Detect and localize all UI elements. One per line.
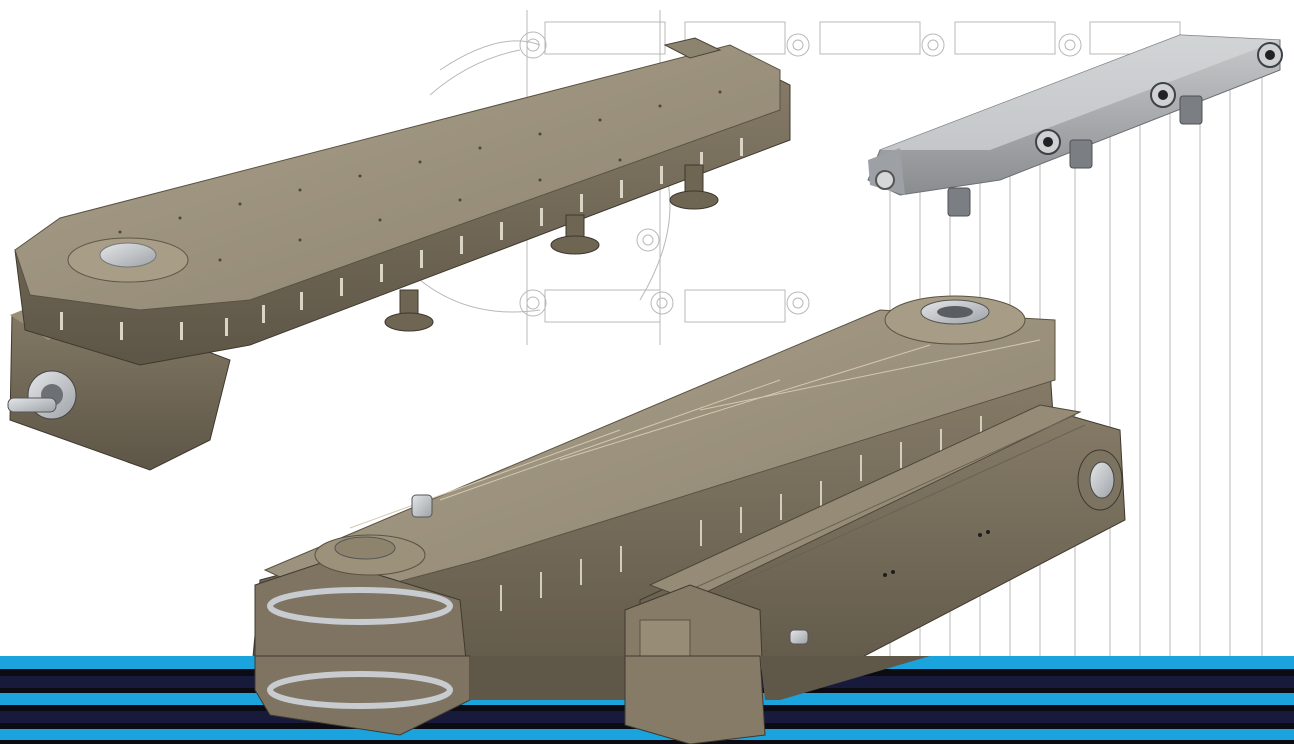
chain-link-detail [867, 34, 1283, 217]
conveyor-foreground-overlap [254, 655, 930, 744]
left-rotary-indexing-conveyor [7, 37, 791, 471]
technical-line-drawing [419, 10, 1263, 660]
